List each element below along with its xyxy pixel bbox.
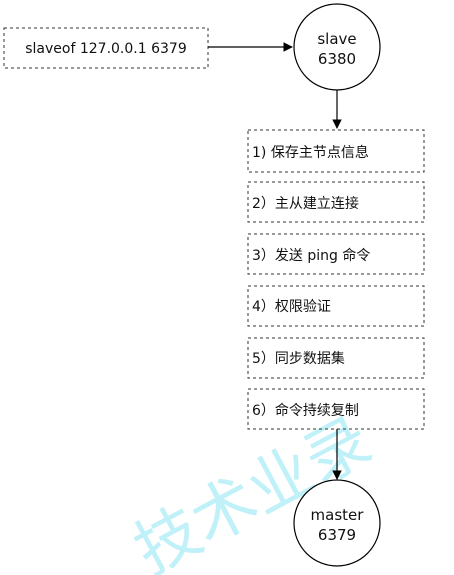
slaveof-command-text: slaveof 127.0.0.1 6379 <box>25 41 186 57</box>
step-4: 4）权限验证 <box>247 285 425 327</box>
slave-node-port: 6380 <box>318 50 356 68</box>
slaveof-command-box-frame <box>3 27 209 69</box>
step-5-label: 5）同步数据集 <box>252 350 345 367</box>
step-1: 1) 保存主节点信息 <box>247 129 425 173</box>
step-2: 2）主从建立连接 <box>247 181 425 223</box>
master-node-circle <box>293 479 381 567</box>
step-3-label: 3）发送 ping 命令 <box>252 247 370 264</box>
step-1-frame <box>247 129 425 173</box>
step-1-label: 1) 保存主节点信息 <box>252 144 369 161</box>
step-3: 3）发送 ping 命令 <box>247 233 425 275</box>
master-node-name: master <box>311 506 365 524</box>
step-6: 6）命令持续复制 <box>247 388 425 430</box>
step-2-label: 2）主从建立连接 <box>252 195 359 212</box>
step-6-label: 6）命令持续复制 <box>252 402 359 419</box>
slave-node-name: slave <box>317 30 356 48</box>
master-node-port: 6379 <box>318 526 356 544</box>
step-4-label: 4）权限验证 <box>252 299 331 315</box>
replication-steps: 1) 保存主节点信息 2）主从建立连接 3）发送 ping 命令 4）权限验证 … <box>247 129 425 430</box>
slave-node: slave 6380 <box>293 3 381 91</box>
step-5: 5）同步数据集 <box>247 337 425 379</box>
slaveof-command-box: slaveof 127.0.0.1 6379 <box>3 27 209 69</box>
master-node: master 6379 <box>293 479 381 567</box>
